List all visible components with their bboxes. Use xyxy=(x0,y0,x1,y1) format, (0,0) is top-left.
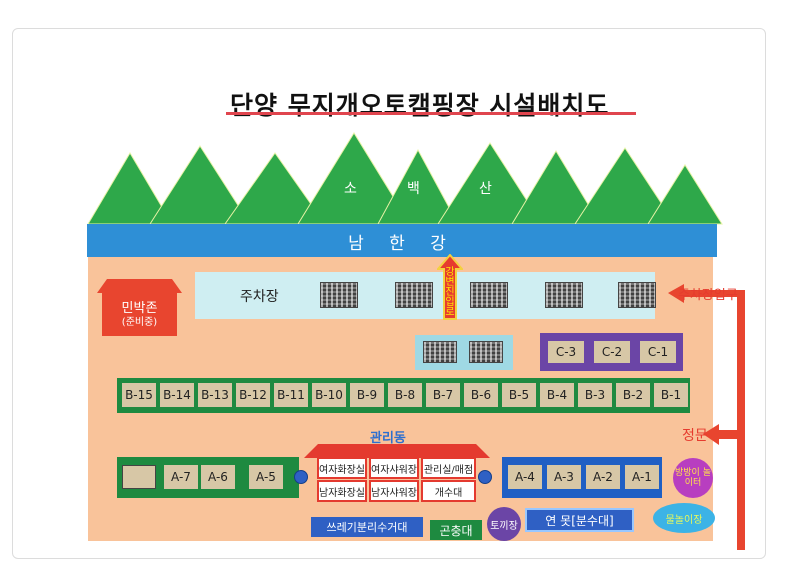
minbak-sub-label: (준비중) xyxy=(121,317,158,328)
site-group-unlabeled xyxy=(415,335,513,370)
parking-space xyxy=(395,282,433,308)
minbak-label: 민박존 xyxy=(121,301,158,316)
campsite-b4: B-4 xyxy=(540,383,574,407)
lamp-post-left xyxy=(294,470,308,484)
campsite-b9: B-9 xyxy=(350,383,384,407)
campsite-b12: B-12 xyxy=(236,383,270,407)
lamp-post-right xyxy=(478,470,492,484)
mens-shower: 남자샤워장 xyxy=(369,480,419,502)
site-group-b: B-15 B-14 B-13 B-12 B-11 B-10 B-9 B-8 B-… xyxy=(117,378,690,413)
campsite-b5: B-5 xyxy=(502,383,536,407)
campsite-unlabeled xyxy=(469,341,503,363)
womens-restroom: 여자화장실 xyxy=(317,457,367,479)
campsite-b2: B-2 xyxy=(616,383,650,407)
parking-entrance-arrow xyxy=(668,284,745,303)
campsite-b1: B-1 xyxy=(654,383,688,407)
river-entrance-label: 강변진입로 xyxy=(445,267,455,318)
entrance-road xyxy=(737,292,745,550)
campsite-a5: A-5 xyxy=(249,465,283,489)
river-entrance-arrow xyxy=(437,254,463,320)
rabbit-hutch: 토끼장 xyxy=(487,507,521,541)
mountain-label-3: 산 xyxy=(479,181,492,197)
mountain-label-2: 백 xyxy=(407,181,420,197)
parking-space xyxy=(470,282,508,308)
campsite-b10: B-10 xyxy=(312,383,346,407)
parking-space xyxy=(618,282,656,308)
mountain-label-1: 소 xyxy=(344,181,357,197)
campsite-b6: B-6 xyxy=(464,383,498,407)
campsite-a3: A-3 xyxy=(547,465,581,489)
gate-arrow xyxy=(703,424,745,445)
campsite-b3: B-3 xyxy=(578,383,612,407)
campsite-b15: B-15 xyxy=(122,383,156,407)
womens-shower: 여자샤워장 xyxy=(369,457,419,479)
campsite-b7: B-7 xyxy=(426,383,460,407)
parking-label: 주차장 xyxy=(240,289,279,305)
campsite-b14: B-14 xyxy=(160,383,194,407)
insect-house: 곤충대 xyxy=(430,520,482,540)
campsite-b13: B-13 xyxy=(198,383,232,407)
site-group-c: C-3 C-2 C-1 xyxy=(540,333,683,371)
campsite-c3: C-3 xyxy=(548,341,584,363)
river-label: 남 한 강 xyxy=(348,234,456,254)
campsite-a7: A-7 xyxy=(164,465,198,489)
campsite-a4: A-4 xyxy=(508,465,542,489)
parking-space xyxy=(320,282,358,308)
campsite-c1: C-1 xyxy=(640,341,676,363)
campsite-b8: B-8 xyxy=(388,383,422,407)
campsite-unlabeled xyxy=(122,465,156,489)
campsite-unlabeled xyxy=(423,341,457,363)
management-building: 여자화장실 여자샤워장 관리실/매점 남자화장실 남자샤워장 개수대 xyxy=(309,447,484,507)
management-title: 관리동 xyxy=(370,431,406,446)
campsite-a6: A-6 xyxy=(201,465,235,489)
title-underline xyxy=(226,112,636,115)
water-playground: 물놀이장 xyxy=(653,503,715,533)
campsite-c2: C-2 xyxy=(594,341,630,363)
mens-restroom: 남자화장실 xyxy=(317,480,367,502)
sink-area: 개수대 xyxy=(421,480,476,502)
map-title: 단양 무지개오토캠핑장 시설배치도 xyxy=(230,91,610,120)
site-group-a-right: A-4 A-3 A-2 A-1 xyxy=(502,457,662,498)
management-roof xyxy=(304,444,490,458)
campsite-b11: B-11 xyxy=(274,383,308,407)
parking-lot: 주차장 xyxy=(195,272,656,319)
site-group-a-left: A-7 A-6 A-5 xyxy=(117,457,299,498)
main-gate-label: 정문 xyxy=(682,428,708,444)
trampoline-playground: 방방이 놀이터 xyxy=(673,458,713,498)
river: 남 한 강 xyxy=(87,224,717,257)
office-store: 관리실/매점 xyxy=(421,457,476,479)
minbak-zone-shape xyxy=(97,279,182,336)
campsite-a1: A-1 xyxy=(625,465,659,489)
parking-space xyxy=(545,282,583,308)
campsite-a2: A-2 xyxy=(586,465,620,489)
pond-fountain: 연 못[분수대] xyxy=(525,508,634,532)
parking-entrance-label: 주차장입구 xyxy=(678,288,738,303)
trash-sorting-station: 쓰레기분리수거대 xyxy=(311,517,423,537)
minbak-zone: 민박존 (준비중) xyxy=(97,279,182,336)
